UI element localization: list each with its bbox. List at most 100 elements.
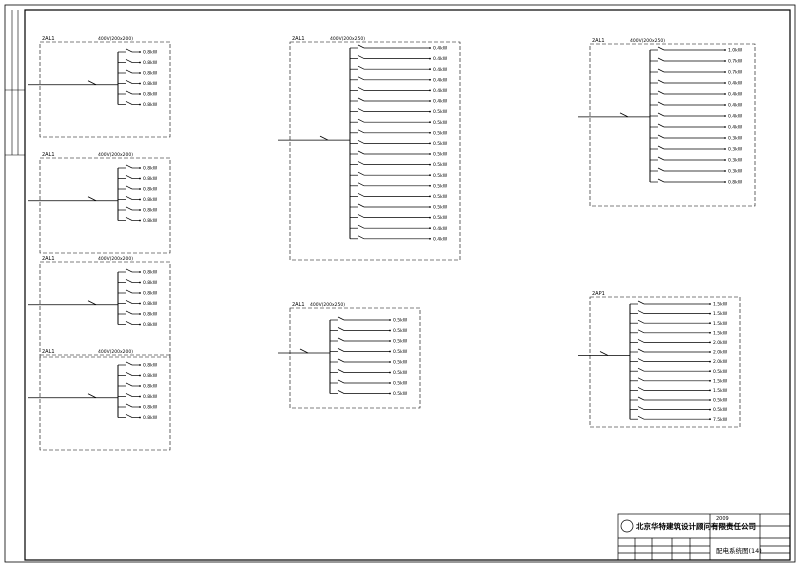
panel-enclosure — [39, 354, 171, 451]
circuit-breaker — [125, 393, 133, 397]
circuit-breaker — [125, 59, 133, 63]
circuit-load-value: 0.5kW — [433, 194, 448, 200]
circuit-load-value: 0.4kW — [728, 103, 743, 109]
circuit-breaker — [337, 316, 345, 321]
circuit-breaker — [125, 300, 133, 304]
drawing-title: 配电系统图(14) — [716, 547, 762, 555]
panel-spec: 400V(200x250) — [630, 38, 665, 44]
circuit-terminal — [389, 392, 391, 395]
circuit-breaker — [125, 164, 133, 169]
circuit-breaker — [657, 101, 665, 106]
circuit-breaker — [657, 112, 665, 117]
panel-enclosure — [289, 41, 461, 261]
circuit-breaker — [125, 80, 133, 84]
circuit-terminal — [139, 281, 141, 284]
panel-spec: 400V(200x250) — [310, 302, 345, 308]
circuit-breaker — [637, 339, 645, 343]
circuit-breaker — [125, 403, 133, 408]
circuit-load-value: 0.4kW — [728, 125, 743, 131]
circuit-breaker — [637, 406, 645, 410]
circuit-terminal — [709, 408, 711, 411]
circuit-breaker — [357, 150, 365, 155]
circuit-terminal — [389, 350, 391, 353]
circuit-breaker — [125, 289, 133, 294]
circuit-load-value: 0.8kW — [143, 102, 158, 108]
circuit-terminal — [139, 323, 141, 326]
circuit-load-value: 0.8kW — [143, 166, 158, 172]
circuit-load-value: 0.4kW — [433, 88, 448, 94]
circuit-terminal — [429, 68, 431, 71]
circuit-terminal — [724, 49, 726, 51]
circuit-terminal — [429, 227, 431, 230]
panel-enclosure — [589, 43, 756, 207]
circuit-load-value: 0.8kW — [143, 394, 158, 400]
circuit-breaker — [337, 390, 345, 394]
circuit-terminal — [139, 51, 141, 53]
circuit-terminal — [389, 319, 391, 321]
circuit-breaker — [125, 310, 133, 315]
circuit-breaker — [337, 358, 345, 363]
circuit-load-value: 0.8kW — [143, 373, 158, 379]
circuit-load-value: 0.5kW — [393, 391, 408, 397]
inner-frame — [24, 9, 791, 561]
circuit-terminal — [389, 340, 391, 342]
circuit-terminal — [709, 341, 711, 344]
company-name: 北京华特建筑设计顾问有限责任公司 — [636, 522, 756, 531]
circuit-load-value: 0.8kW — [143, 322, 158, 328]
circuit-load-value: 0.5kW — [393, 381, 408, 387]
circuit-breaker — [125, 69, 133, 74]
circuit-breaker — [357, 108, 365, 112]
circuit-breaker — [657, 145, 665, 150]
distribution-panel: 2AP11.5kW1.5kW1.5kW1.5kW2.0kW2.0kW2.0kW0… — [578, 291, 741, 428]
circuit-terminal — [429, 174, 431, 177]
circuit-terminal — [724, 159, 726, 161]
circuit-terminal — [139, 364, 141, 366]
circuit-terminal — [724, 137, 726, 139]
circuit-terminal — [139, 177, 141, 180]
circuit-load-value: 1.5kW — [713, 378, 728, 384]
circuit-terminal — [139, 219, 141, 222]
circuit-load-value: 0.5kW — [433, 141, 448, 147]
circuit-breaker — [357, 55, 365, 59]
circuit-terminal — [139, 395, 141, 398]
panel-tag: 2AL1 — [292, 36, 305, 42]
panel-spec: 400V(200x200) — [98, 256, 133, 262]
circuit-breaker — [657, 178, 665, 183]
panel-spec: 400V(200x200) — [98, 152, 133, 158]
circuit-load-value: 0.8kW — [143, 187, 158, 193]
binding-strip — [5, 10, 25, 156]
panel-enclosure — [39, 261, 171, 358]
circuit-load-value: 7.5kW — [713, 417, 728, 423]
circuit-load-value: 2.0kW — [713, 350, 728, 356]
circuit-breaker — [125, 101, 133, 105]
panel-tag: 2AL1 — [592, 38, 605, 44]
circuit-breaker — [657, 46, 665, 51]
circuit-breaker — [357, 214, 365, 218]
main-breaker — [87, 196, 97, 202]
circuit-breaker — [337, 379, 345, 384]
circuit-load-value: 0.8kW — [728, 180, 743, 186]
circuit-terminal — [429, 206, 431, 208]
circuit-terminal — [709, 418, 711, 421]
company-logo-icon — [620, 519, 634, 533]
circuit-breaker — [357, 76, 365, 81]
circuit-load-value: 0.8kW — [143, 218, 158, 224]
circuit-breaker — [357, 87, 365, 91]
circuit-terminal — [429, 153, 431, 155]
circuit-load-value: 0.4kW — [728, 92, 743, 98]
circuit-breaker — [637, 310, 645, 314]
circuit-load-value: 0.8kW — [143, 71, 158, 77]
panel-enclosure — [39, 41, 171, 138]
circuit-breaker — [657, 123, 665, 128]
circuit-load-value: 1.0kW — [728, 48, 743, 54]
main-breaker — [299, 348, 309, 354]
circuit-breaker — [637, 387, 645, 391]
circuit-load-value: 0.5kW — [393, 318, 408, 324]
circuit-breaker — [125, 361, 133, 366]
circuit-load-value: 0.8kW — [143, 415, 158, 421]
circuit-terminal — [724, 82, 726, 84]
circuit-load-value: 0.8kW — [143, 301, 158, 307]
